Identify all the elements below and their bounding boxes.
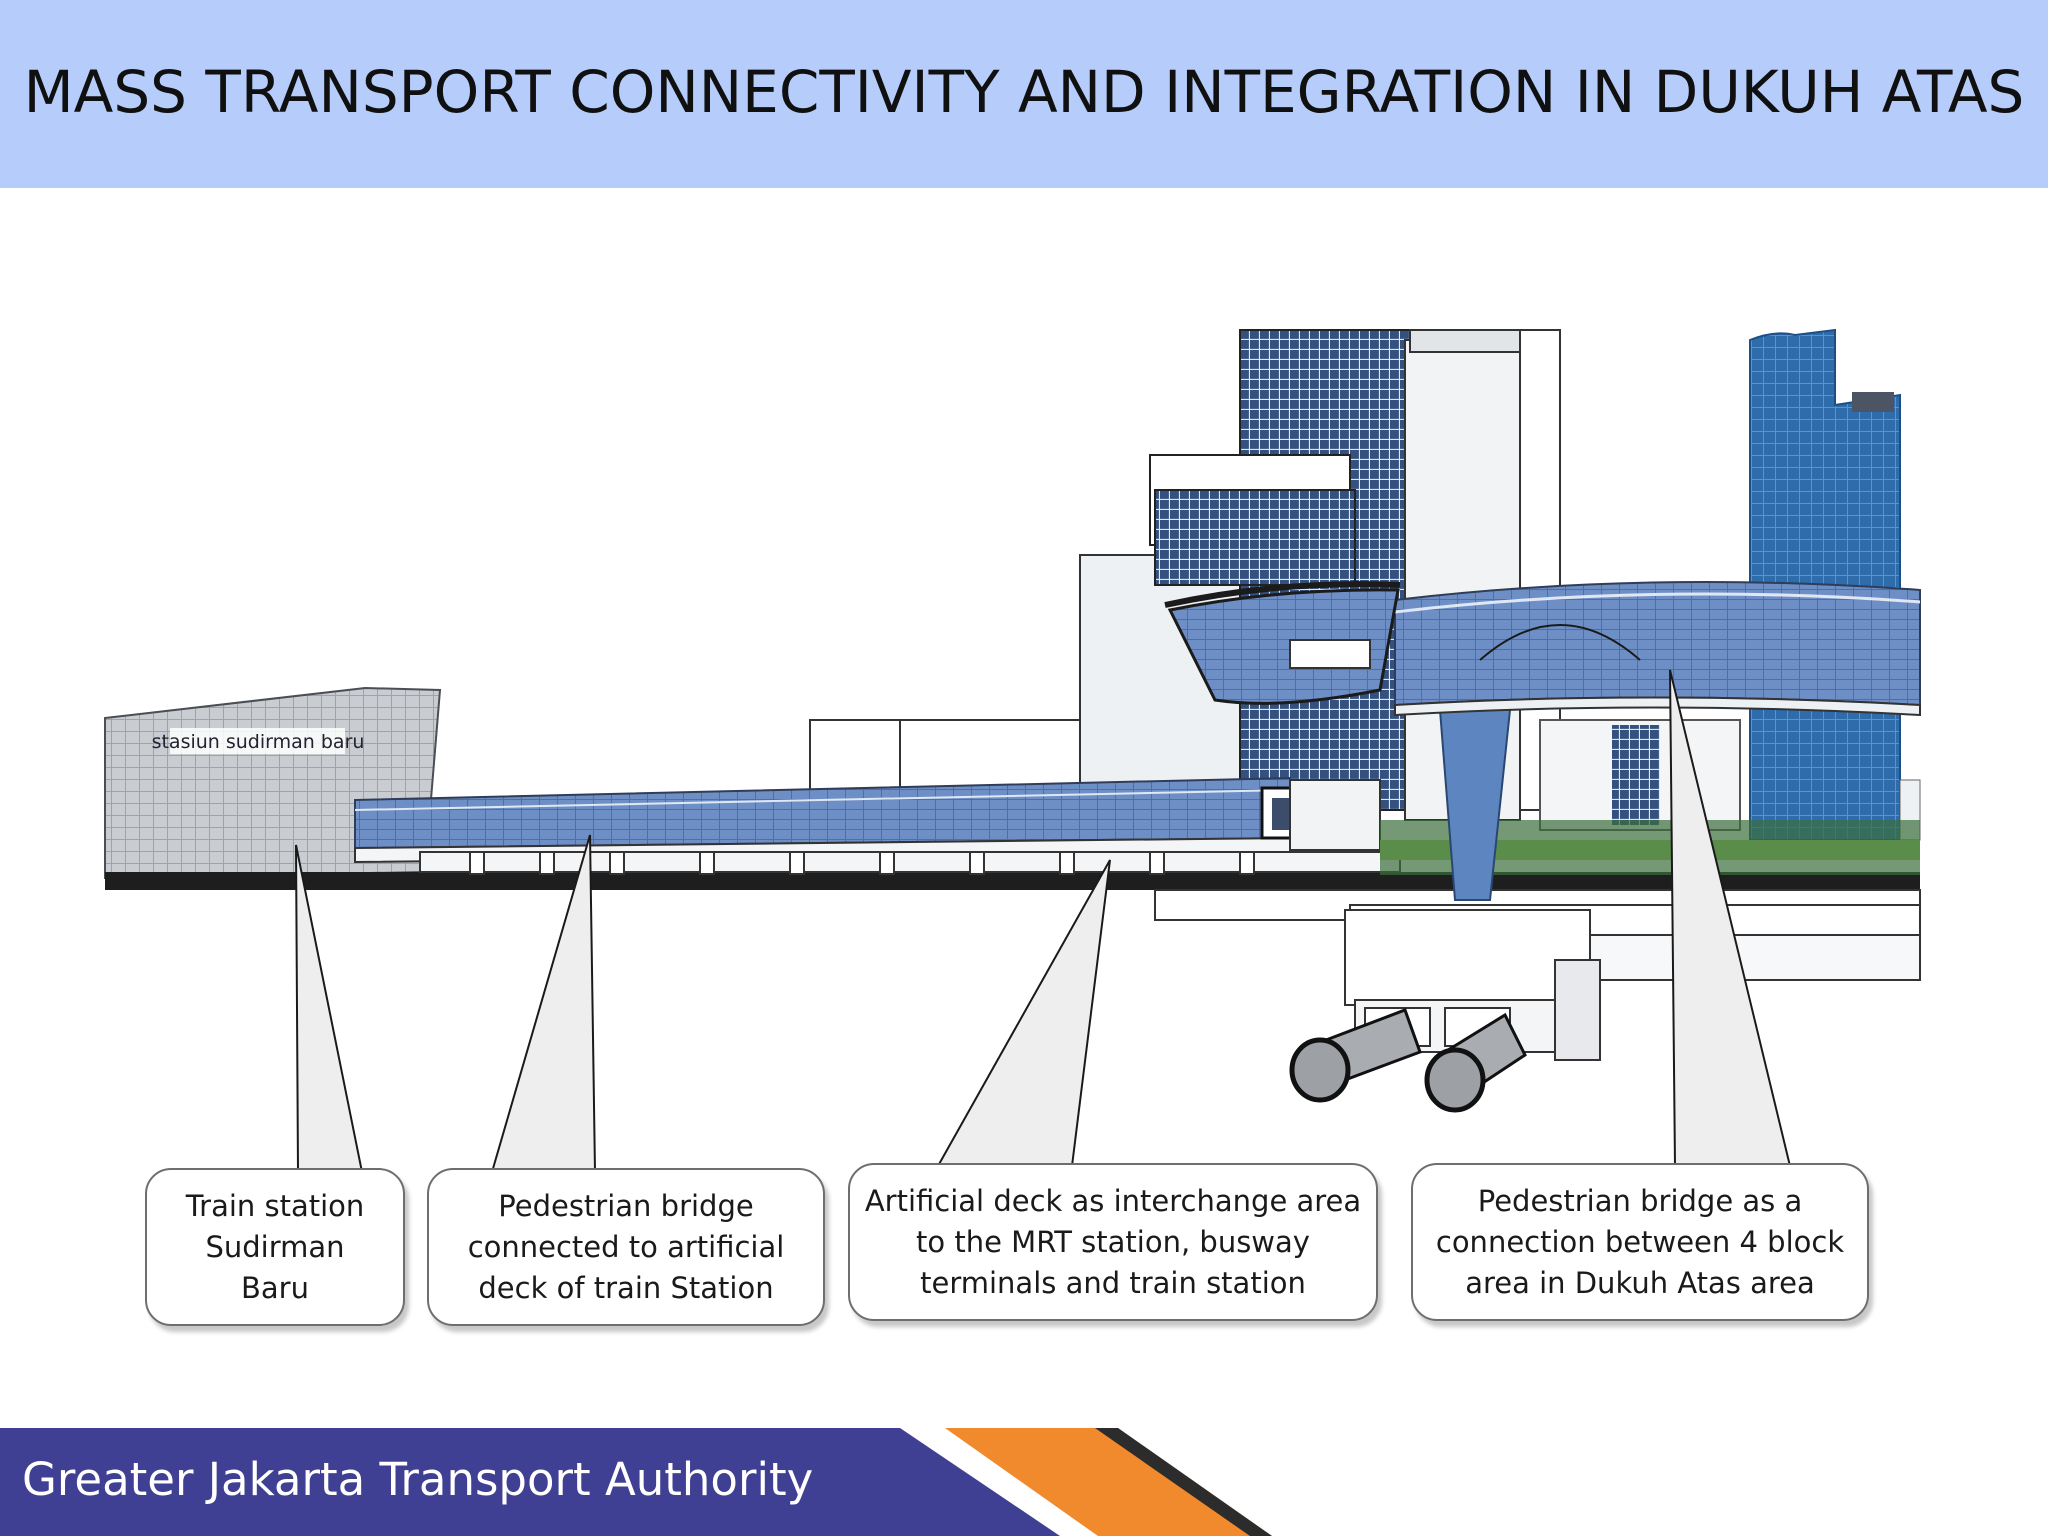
footer-navy-shape [0, 1428, 1060, 1536]
slide-title: MASS TRANSPORT CONNECTIVITY AND INTEGRAT… [23, 58, 2025, 126]
callout-pedestrian-bridge-blocks: Pedestrian bridge as a connection betwee… [1411, 1163, 1869, 1321]
callout-train-station: Train station Sudirman Baru [145, 1168, 405, 1326]
footer-dark-edge [1095, 1428, 1272, 1536]
footer-band [0, 1428, 1272, 1536]
pedestrian-bridge-left [354, 776, 1302, 864]
callout-artificial-deck-text: Artificial deck as interchange area to t… [864, 1183, 1362, 1300]
callout-pedestrian-bridge-train-text: Pedestrian bridge connected to artificia… [467, 1188, 785, 1305]
footer-orange-accent [945, 1428, 1272, 1536]
callout-artificial-deck: Artificial deck as interchange area to t… [848, 1163, 1378, 1321]
station-sign: stasiun sudirman baru [152, 731, 365, 753]
pedestrian-bridge-elevated [1164, 581, 1921, 717]
callout-pedestrian-bridge-train: Pedestrian bridge connected to artificia… [427, 1168, 825, 1326]
mrt-tunnels [1289, 1008, 1527, 1113]
callout-train-station-text: Train station Sudirman Baru [185, 1188, 365, 1305]
callout-pedestrian-bridge-blocks-text: Pedestrian bridge as a connection betwee… [1435, 1183, 1845, 1300]
title-banner: MASS TRANSPORT CONNECTIVITY AND INTEGRAT… [0, 0, 2048, 188]
footer-org-name: Greater Jakarta Transport Authority [22, 1453, 814, 1506]
